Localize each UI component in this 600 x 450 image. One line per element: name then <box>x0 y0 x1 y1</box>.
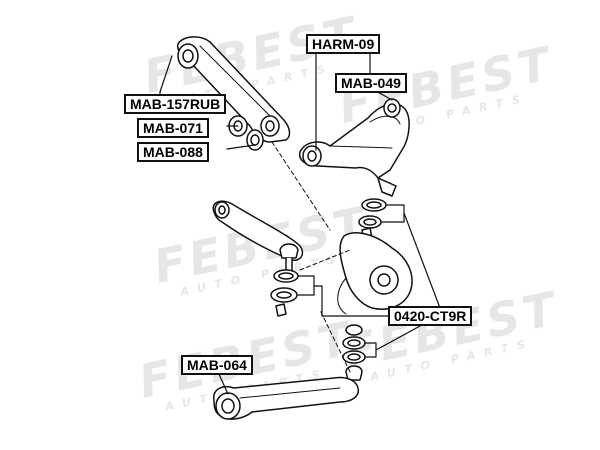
label-0420-ct9r: 0420-CT9R <box>388 306 473 326</box>
label-harm-09: HARM-09 <box>306 34 381 54</box>
ring-left-upper <box>273 269 299 283</box>
ball-joint-left <box>279 243 299 259</box>
ball-joint-lower <box>345 365 363 381</box>
ring-upper <box>361 198 387 212</box>
label-mab-049: MAB-049 <box>335 73 407 93</box>
label-mab-071: MAB-071 <box>137 118 209 138</box>
upper-rear-arm <box>176 36 291 143</box>
ring-lower <box>358 215 382 229</box>
upper-control-arm <box>298 98 410 197</box>
bushing-157rub <box>177 43 199 69</box>
label-mab-064: MAB-064 <box>181 355 253 375</box>
steering-knuckle <box>337 232 413 315</box>
ring-bottom-upper <box>342 336 366 350</box>
bushing-049 <box>383 98 401 118</box>
lower-control-arm <box>213 376 360 420</box>
bushing-064 <box>215 392 241 420</box>
bushing-088 <box>246 129 264 151</box>
lower-front-arm <box>212 200 304 262</box>
label-mab-088: MAB-088 <box>137 142 209 162</box>
ring-bottom-lower <box>342 350 366 364</box>
label-mab-157rub: MAB-157RUB <box>124 94 227 114</box>
ring-left-lower <box>270 287 298 303</box>
